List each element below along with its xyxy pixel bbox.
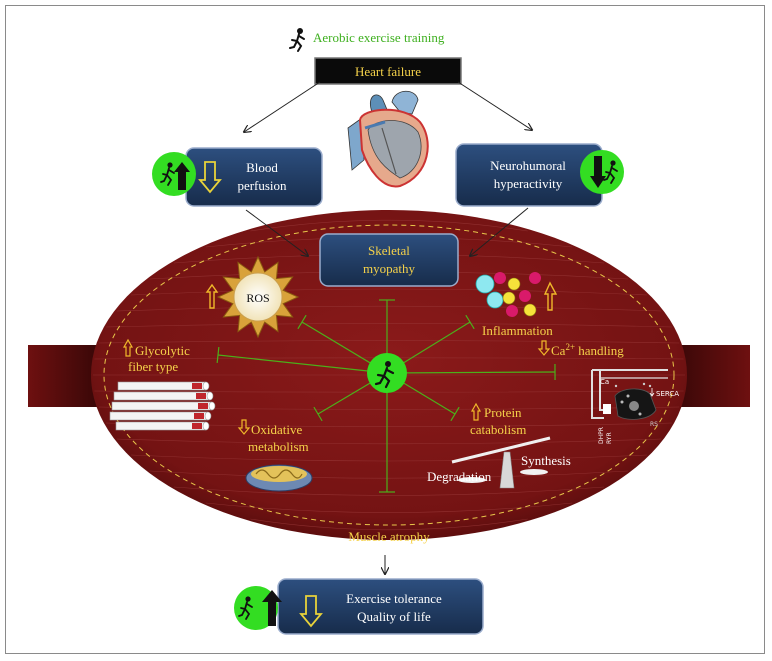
ros-label: ROS (246, 291, 269, 305)
title: Heart failure (355, 64, 421, 79)
skeletal-label-2: myopathy (363, 261, 415, 276)
ryr-label: RYR (606, 432, 613, 444)
striation-line (98, 340, 680, 344)
arrow-blood-to-myopathy (245, 209, 308, 256)
up-arrow-icon (470, 402, 482, 421)
striation-line (131, 454, 647, 462)
outcome-box: Exercise tolerance Quality of life (277, 578, 484, 635)
rs-label: RS (650, 421, 658, 428)
blood-perfusion-box: Blood perfusion (185, 147, 323, 207)
up-arrow-icon (543, 281, 558, 311)
inhibition-line (386, 371, 556, 374)
runner-badge-outcome (234, 586, 282, 630)
ca-handling-label: Ca2+ handling (551, 342, 624, 358)
degradation-label: Degradation (427, 469, 492, 484)
figure-frame (5, 5, 765, 654)
down-arrow-icon (299, 595, 323, 628)
dashed-outline (103, 224, 675, 526)
fiber-band (198, 403, 208, 409)
central-runner-icon (367, 353, 407, 393)
striation-line (250, 219, 528, 232)
oxidative-label-1: Oxidative (251, 422, 302, 437)
sarcoplasmic-reticulum-icon: Ca SERCA RS DHPR RYR (591, 369, 679, 444)
fiber-band (192, 423, 202, 429)
arrow-neuro-to-myopathy (470, 207, 529, 256)
outcome-label-1: Exercise tolerance (346, 591, 442, 606)
striation-line (131, 288, 647, 296)
inhibition-lines (216, 299, 556, 493)
protein-label-1: Protein (484, 405, 522, 420)
fiber-end (208, 401, 216, 411)
fiber-end (204, 411, 212, 421)
serca-label: SERCA (656, 390, 679, 398)
fiber-end (202, 381, 210, 391)
outcome-label-2: Quality of life (357, 609, 431, 624)
muscle-fiber (113, 391, 211, 401)
fiber-end (202, 421, 210, 431)
muscle-fiber (109, 411, 209, 421)
inhibition-bar (450, 406, 460, 422)
skeletal-myopathy-box: Skeletal myopathy (319, 233, 459, 287)
blood-perfusion-label-2: perfusion (237, 178, 287, 193)
runner-badge-blood (152, 152, 196, 196)
inhibition-bar (216, 346, 220, 364)
fiber-end (206, 391, 214, 401)
up-arrow-icon (122, 338, 134, 357)
fiber-band (192, 383, 202, 389)
down-arrow-icon (198, 161, 222, 194)
up-arrow-icon (262, 590, 282, 626)
striation-line (205, 502, 573, 513)
synthesis-label: Synthesis (521, 453, 571, 468)
oxidative-label-2: metabolism (248, 439, 309, 454)
neurohumoral-label-1: Neurohumoral (490, 158, 566, 173)
down-arrow-icon (537, 340, 551, 356)
inflammation-label: Inflammation (482, 323, 553, 338)
arrow-to-blood-perfusion (244, 81, 321, 132)
inhibition-bar (313, 406, 323, 422)
muscle-fibers-icon (109, 381, 216, 431)
striation-line (173, 486, 605, 496)
inhibition-bar (465, 314, 475, 330)
muscle-fiber (111, 401, 213, 411)
balance-scale-icon (451, 436, 551, 489)
neurohumoral-label-2: hyperactivity (494, 176, 563, 191)
heart-anatomy-icon (347, 90, 429, 188)
neurohumoral-box: Neurohumoral hyperactivity (455, 143, 603, 207)
down-arrow-icon (590, 156, 606, 188)
mitochondrion-icon (245, 464, 313, 492)
striation-line (116, 438, 662, 445)
striation-line (149, 470, 629, 479)
glycolytic-label-2: fiber type (128, 359, 178, 374)
arrow-to-neurohumoral (457, 81, 532, 130)
inhibition-line (217, 354, 388, 374)
muscle-atrophy-label: Muscle atrophy (348, 529, 430, 544)
fiber-band (194, 413, 204, 419)
ros-starburst-icon: ROS (216, 255, 300, 339)
ca-small-label: Ca (600, 378, 609, 386)
striation-line (250, 518, 528, 531)
inflammatory-cells-icon (475, 272, 541, 317)
glycolytic-label-1: Glycolytic (135, 343, 190, 358)
up-arrow-icon (174, 162, 190, 190)
down-arrow-icon (237, 419, 251, 435)
fiber-band (196, 393, 206, 399)
skeletal-label-1: Skeletal (368, 243, 410, 258)
subtitle: Aerobic exercise training (313, 30, 445, 45)
runner-badge-neuro (580, 150, 624, 194)
up-arrow-icon (205, 283, 219, 309)
striation-line (116, 305, 662, 312)
dhpr-label: DHPR (598, 427, 605, 444)
title-box (314, 57, 462, 85)
protein-label-2: catabolism (470, 422, 526, 437)
striation-line (106, 323, 672, 328)
blood-perfusion-label-1: Blood (246, 160, 278, 175)
header-runner-icon (289, 28, 305, 52)
inhibition-bar (297, 314, 307, 330)
